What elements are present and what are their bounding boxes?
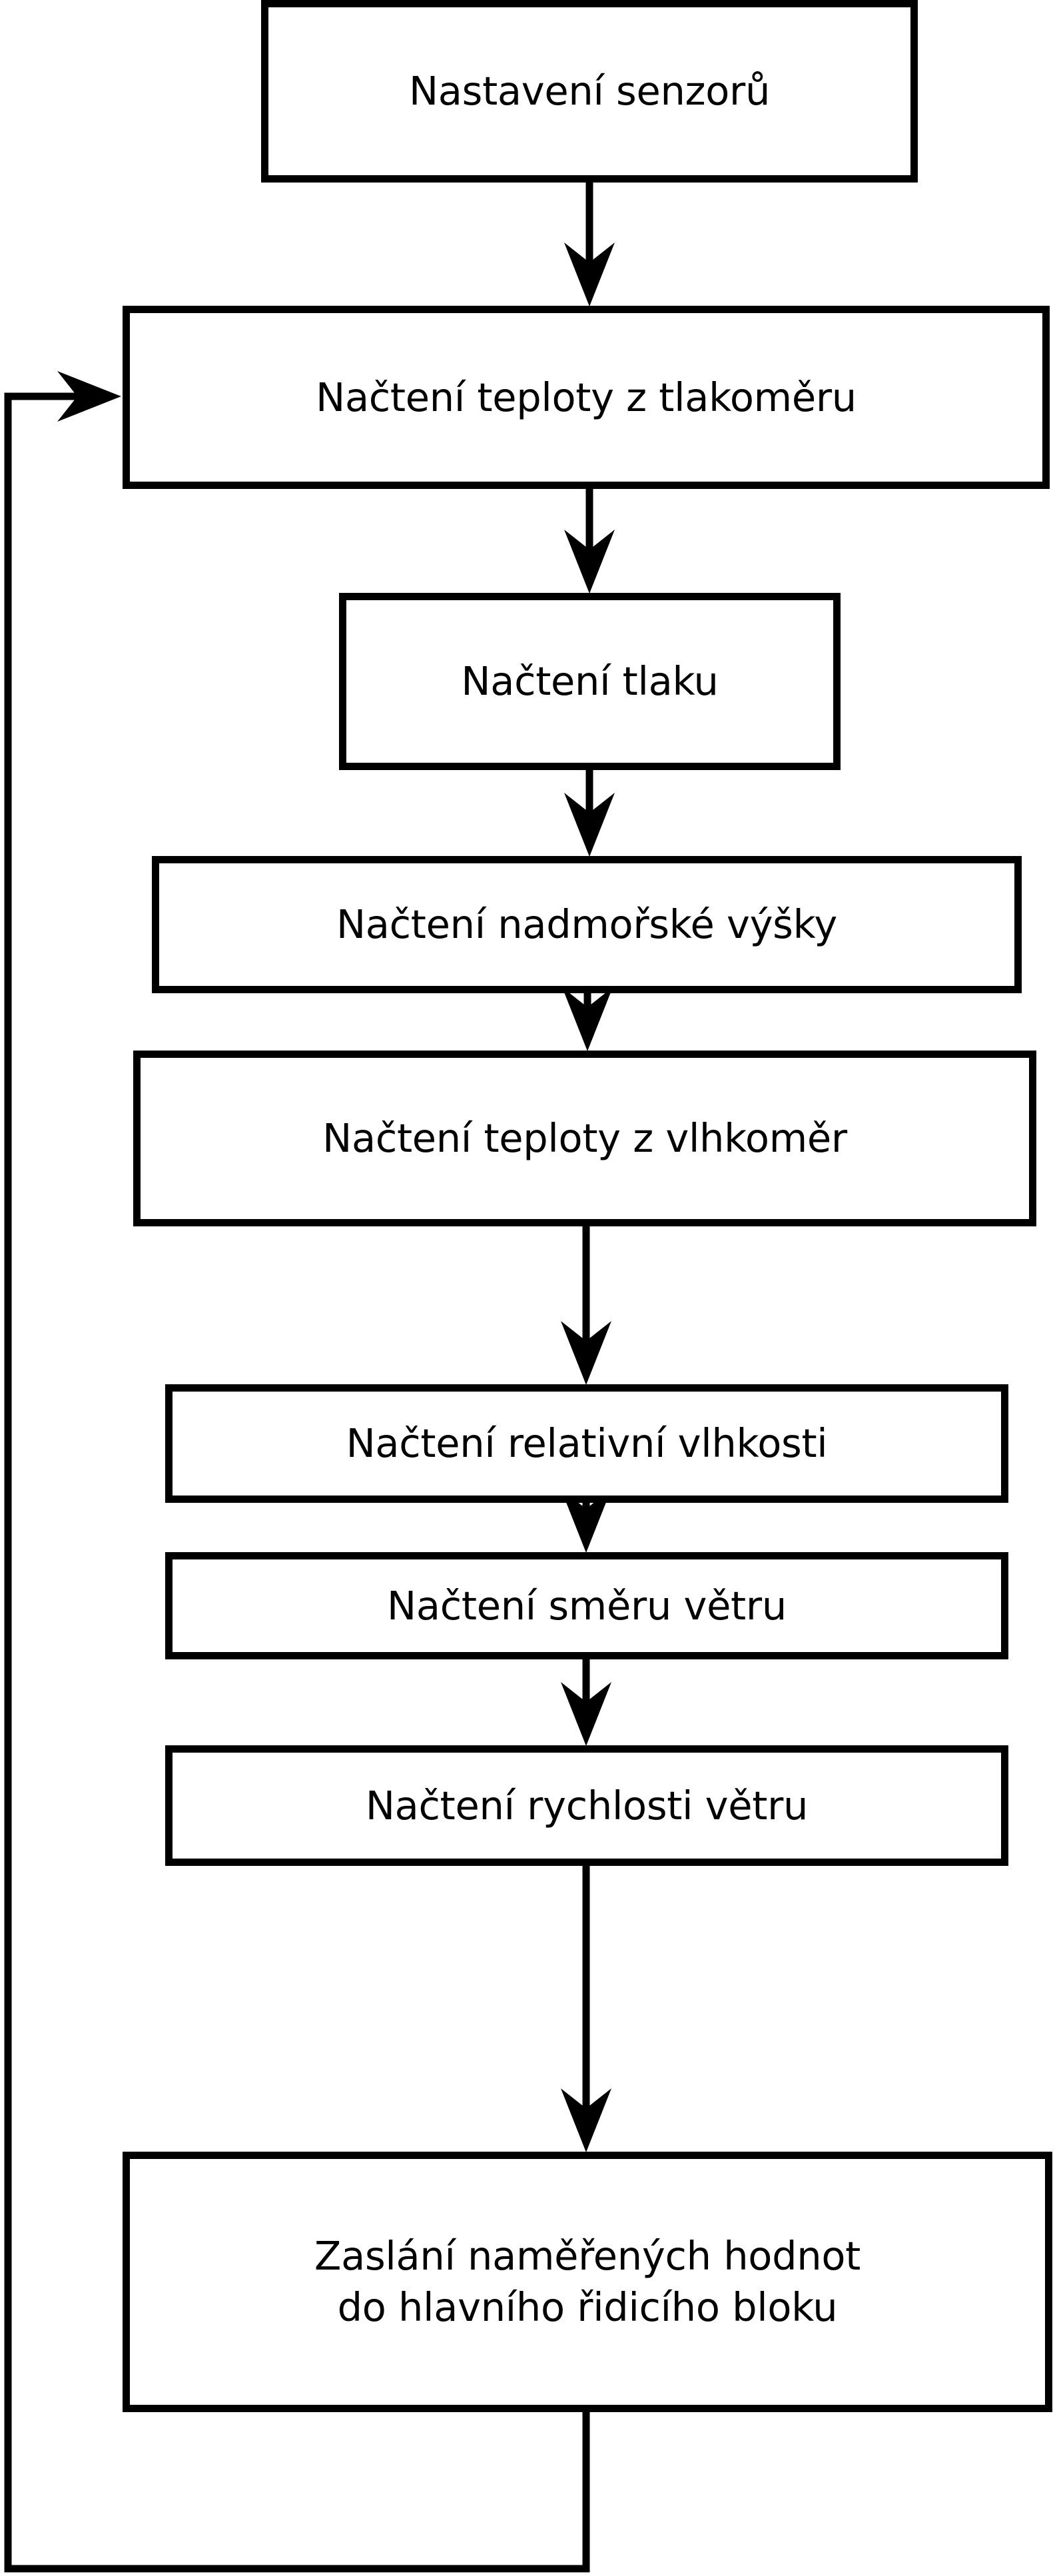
node-nacteni-nadmorske-vysky[interactable]: Načtení nadmořské výšky (152, 856, 1022, 993)
node-nacteni-teploty-z-vlhkomer[interactable]: Načtení teploty z vlhkoměr (133, 1051, 1036, 1226)
node-label: Načtení teploty z vlhkoměr (322, 1115, 847, 1162)
node-label: Načtení rychlosti větru (365, 1782, 809, 1829)
connector-e5 (561, 1226, 611, 1385)
connector-e8 (561, 1866, 611, 2152)
node-nacteni-teploty-z-tlakomeru[interactable]: Načtení teploty z tlakoměru (123, 306, 1050, 489)
connector-e3 (564, 770, 615, 857)
connector-e1 (564, 183, 615, 306)
node-nacteni-tlaku[interactable]: Načtení tlaku (339, 593, 841, 770)
connector-e7 (561, 1659, 611, 1746)
node-nacteni-relativni-vlhkosti[interactable]: Načtení relativní vlhkosti (165, 1384, 1008, 1503)
connector-e6 (561, 1489, 611, 1553)
node-nacteni-smeru-vetru[interactable]: Načtení směru větru (165, 1552, 1008, 1659)
node-label: Načtení směru větru (387, 1582, 787, 1629)
node-nacteni-rychlosti-vetru[interactable]: Načtení rychlosti větru (165, 1745, 1008, 1866)
node-label: Zaslání naměřených hodnot do hlavního ři… (314, 2232, 861, 2330)
node-label: Nastavení senzorů (408, 68, 771, 115)
connector-e4 (562, 987, 613, 1051)
connector-e2 (564, 489, 615, 594)
node-label: Načtení relativní vlhkosti (346, 1420, 828, 1467)
node-label: Načtení teploty z tlakoměru (316, 374, 857, 420)
node-label: Načtení nadmořské výšky (336, 901, 838, 948)
connector-e9-loop (4, 371, 590, 2573)
node-label: Načtení tlaku (461, 658, 719, 705)
node-zaslani-namerenych-hodnot[interactable]: Zaslání naměřených hodnot do hlavního ři… (123, 2152, 1052, 2412)
node-nastaveni-senzoru[interactable]: Nastavení senzorů (261, 0, 918, 183)
